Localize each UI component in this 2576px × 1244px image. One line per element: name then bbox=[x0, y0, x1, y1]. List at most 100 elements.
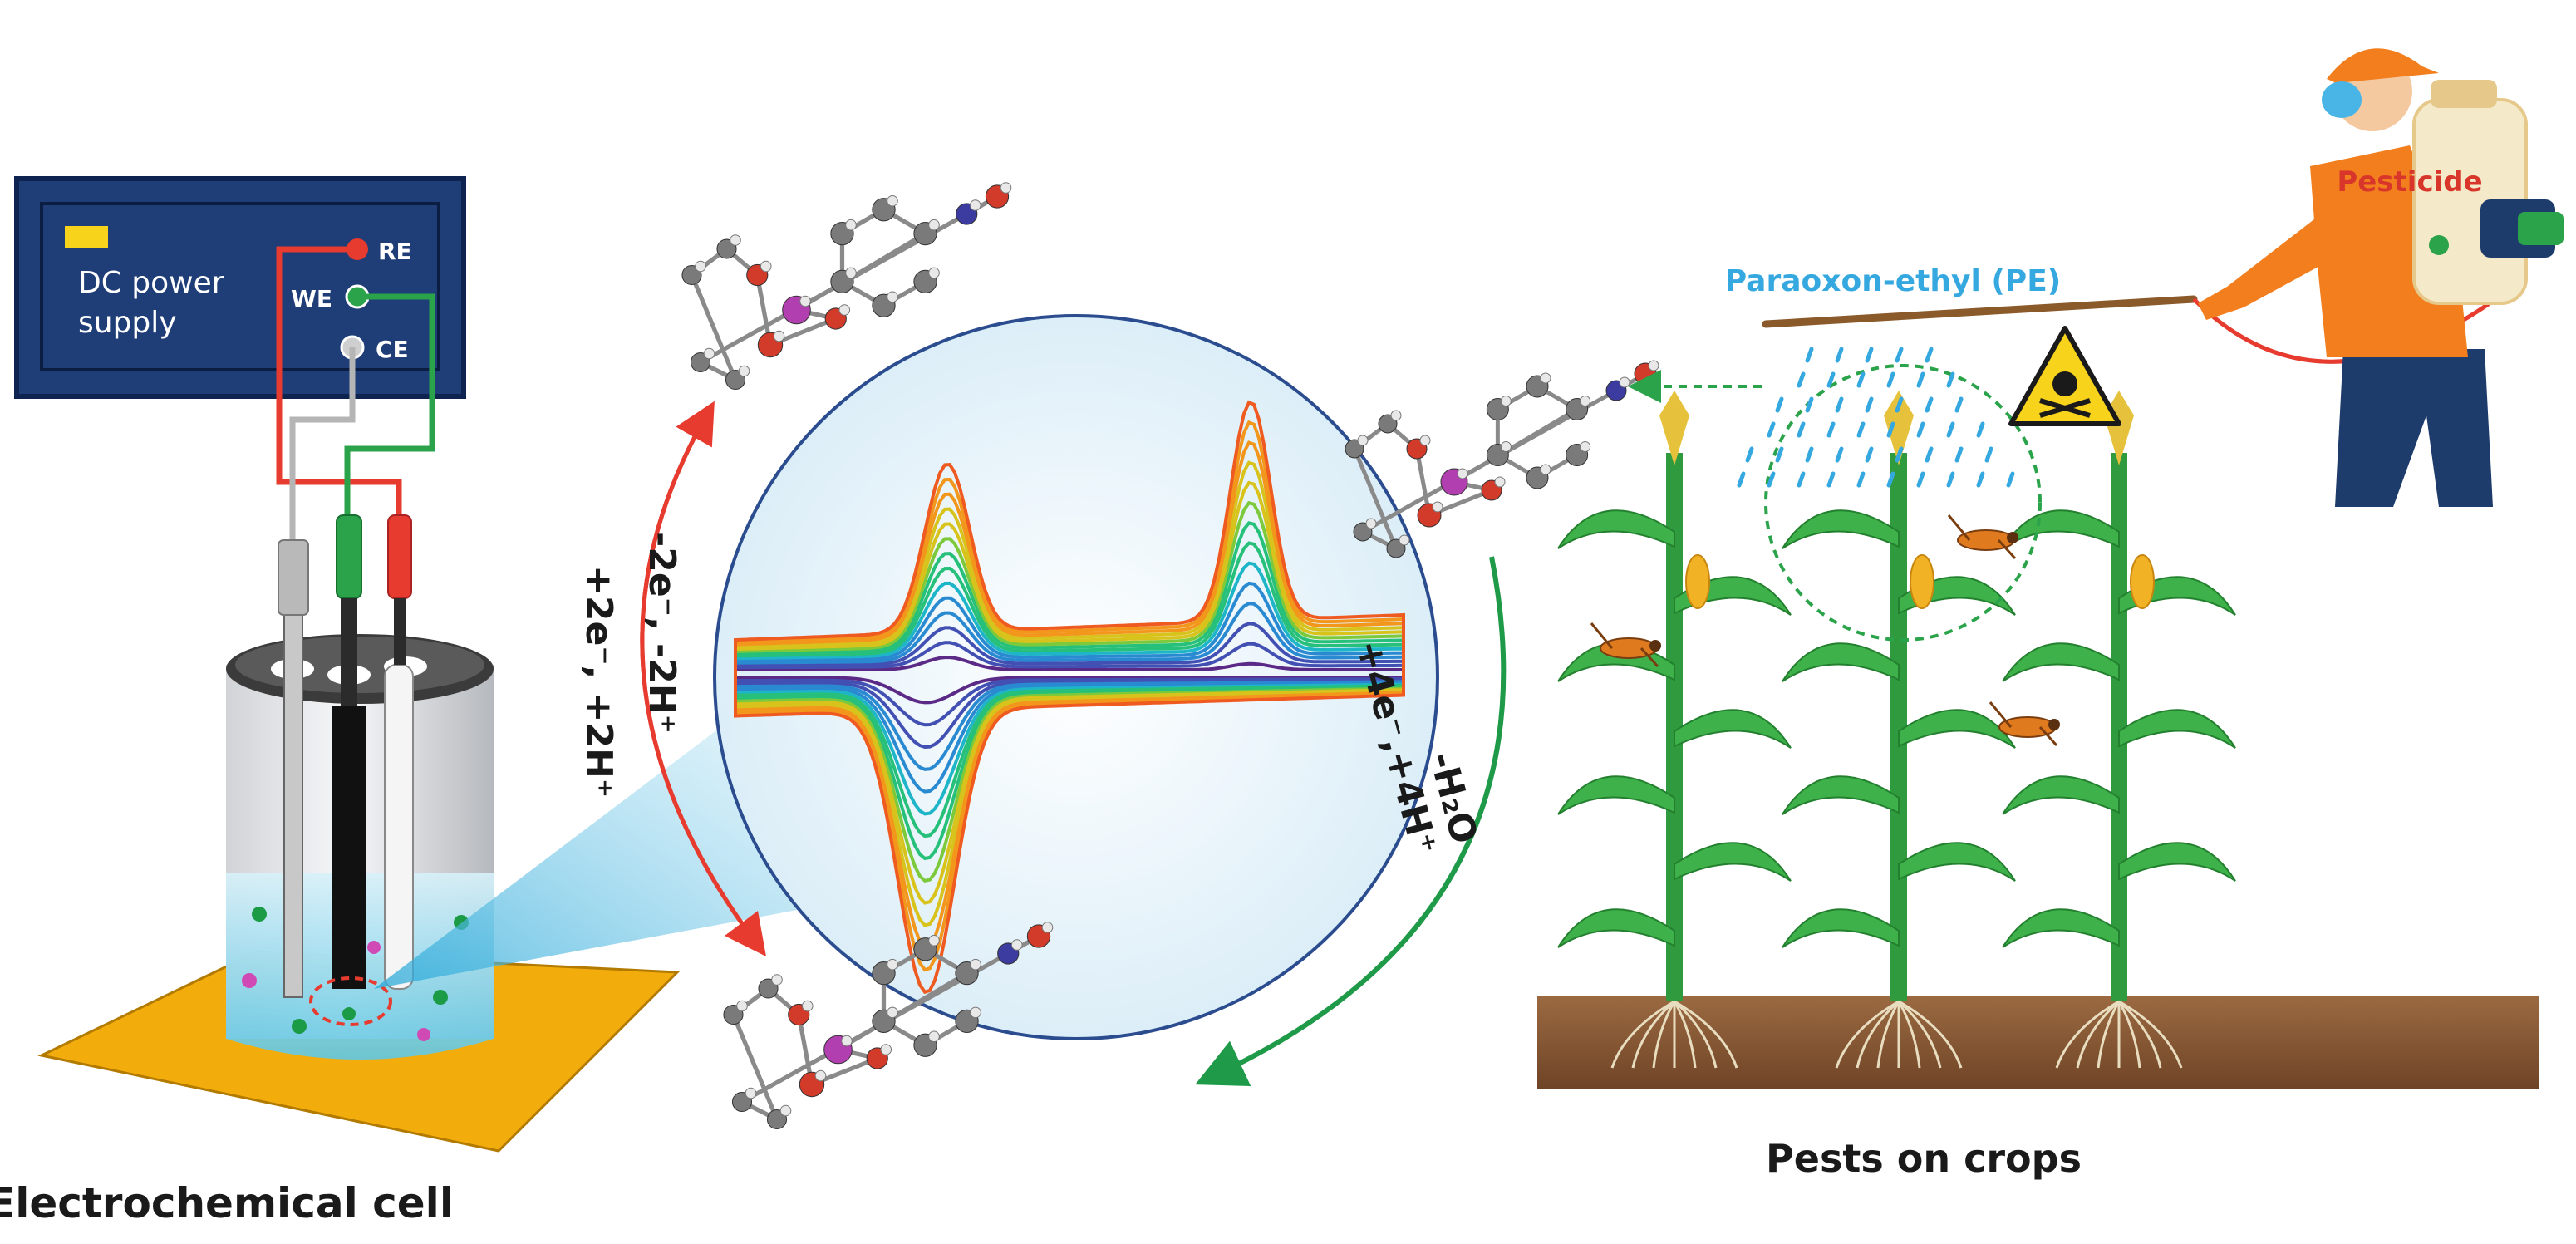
corn-plant bbox=[1557, 391, 1792, 1069]
spray-drop bbox=[1767, 471, 1776, 488]
spray-drop bbox=[1767, 421, 1776, 438]
hydrogen-atom bbox=[738, 365, 750, 377]
hydrogen-atom bbox=[814, 1069, 827, 1082]
hydrogen-atom bbox=[1500, 396, 1512, 406]
spray-drop bbox=[1895, 347, 1904, 363]
reference-electrode bbox=[384, 664, 414, 990]
ce-wire bbox=[289, 347, 356, 540]
spray-drop bbox=[1946, 371, 1955, 388]
farmer-cap bbox=[2327, 48, 2439, 83]
oxidation-label: -2e⁻, -2H⁺ bbox=[641, 532, 683, 734]
spray-drop bbox=[1895, 396, 1904, 413]
paraoxon-label: Paraoxon-ethyl (PE) bbox=[1725, 264, 2062, 298]
spray-drop bbox=[1826, 471, 1836, 488]
spray-drop bbox=[1805, 446, 1814, 463]
hydrogen-atom bbox=[928, 934, 940, 947]
spray-drop bbox=[1954, 446, 1964, 463]
pests bbox=[1590, 514, 2060, 747]
hydrogen-atom bbox=[1580, 441, 1591, 452]
re-wire bbox=[276, 246, 402, 515]
dc-power-supply: DC power supply RE WE CE bbox=[14, 176, 466, 399]
hydrogen-atom bbox=[970, 958, 981, 971]
farmer-arm bbox=[2198, 216, 2335, 320]
spray-drop bbox=[1775, 396, 1784, 413]
spray-drop bbox=[1835, 446, 1844, 463]
hydrogen-atom bbox=[841, 1035, 853, 1047]
hydrogen-atom bbox=[1457, 468, 1468, 479]
hydrogen-atom bbox=[1580, 396, 1591, 406]
hydrogen-atom bbox=[887, 291, 898, 303]
spray-drop bbox=[1805, 396, 1814, 413]
hydrogen-atom bbox=[799, 295, 811, 307]
spray-drop bbox=[1976, 471, 1985, 488]
cv-cycle-curve bbox=[734, 400, 1405, 995]
hydrogen-atom bbox=[1419, 435, 1431, 446]
spray-drop bbox=[1856, 421, 1866, 438]
spray-drop bbox=[1826, 371, 1836, 388]
spray-drop bbox=[2006, 471, 2015, 488]
pe-reduction-arrow bbox=[1195, 556, 1507, 1087]
hydrogen-atom bbox=[1540, 372, 1551, 384]
face-mask bbox=[2322, 81, 2362, 118]
hydrogen-atom bbox=[1365, 518, 1377, 529]
hydrogen-atom bbox=[845, 219, 857, 231]
spray-drop bbox=[1865, 347, 1874, 363]
hydrogen-atom bbox=[695, 260, 706, 273]
hydrogen-atom bbox=[1010, 939, 1023, 951]
spray-drop bbox=[1805, 347, 1814, 363]
ce-terminal-label: CE bbox=[376, 336, 409, 363]
indicator-light bbox=[65, 226, 108, 248]
spray-drop bbox=[1886, 421, 1895, 438]
spray-drop bbox=[1925, 347, 1934, 363]
bond bbox=[690, 273, 738, 381]
grasshopper bbox=[1947, 514, 2018, 560]
hydrogen-atom bbox=[880, 1044, 892, 1055]
reduction-arrow bbox=[640, 414, 766, 957]
bond bbox=[731, 1013, 779, 1121]
spray-drop bbox=[1946, 471, 1955, 488]
spray-drop bbox=[1797, 421, 1806, 438]
hydrogen-atom bbox=[703, 347, 715, 360]
spray-drop bbox=[1984, 446, 1993, 463]
power-supply-label-2: supply bbox=[78, 306, 177, 340]
hazard-sign bbox=[2008, 326, 2121, 426]
molecule-hydroxylamine-bottom bbox=[723, 922, 1054, 1130]
power-supply-label-1: DC power bbox=[78, 266, 224, 300]
molecule-hydroxylamine-top bbox=[681, 182, 1012, 391]
spray-drop bbox=[1797, 371, 1806, 388]
spray-hose bbox=[2192, 281, 2519, 364]
pesticide-spray bbox=[1737, 347, 2015, 488]
electrochemical-cell-caption: Electrochemical cell bbox=[0, 1179, 454, 1227]
spray-drop bbox=[1865, 396, 1874, 413]
grasshopper bbox=[1989, 701, 2060, 747]
hydrogen-atom bbox=[745, 1087, 757, 1099]
spray-drop bbox=[1925, 446, 1934, 463]
hydrogen-atom bbox=[887, 194, 898, 207]
hydrogen-atom bbox=[1432, 501, 1443, 513]
hydrogen-atom bbox=[1357, 435, 1369, 446]
spray-drop bbox=[1916, 371, 1925, 388]
cv-curves bbox=[734, 400, 1405, 995]
hydrogen-atom bbox=[1000, 182, 1012, 194]
spray-drop bbox=[1916, 471, 1925, 488]
spray-drop bbox=[1916, 421, 1925, 438]
reduction-label: +2e⁻, +2H⁺ bbox=[578, 565, 620, 798]
hydrogen-atom bbox=[760, 260, 772, 273]
hydrogen-atom bbox=[801, 1000, 814, 1012]
spray-drop bbox=[1775, 446, 1784, 463]
spray-drop bbox=[1886, 471, 1895, 488]
spray-drop bbox=[1925, 396, 1934, 413]
hydrogen-atom bbox=[1494, 476, 1506, 488]
pests-caption: Pests on crops bbox=[1766, 1136, 2082, 1181]
hydrogen-atom bbox=[730, 234, 741, 246]
hydrogen-atom bbox=[970, 1006, 981, 1019]
hydrogen-atom bbox=[928, 219, 940, 231]
re-terminal-label: RE bbox=[378, 238, 412, 265]
electrochemical-cell: Electrochemical cell bbox=[0, 514, 681, 1227]
spray-lance bbox=[1762, 295, 2198, 328]
hydrogen-atom bbox=[1041, 922, 1054, 933]
we-terminal-label: WE bbox=[291, 285, 332, 312]
spray-drop bbox=[1954, 396, 1964, 413]
corn-plant bbox=[2002, 391, 2236, 1069]
